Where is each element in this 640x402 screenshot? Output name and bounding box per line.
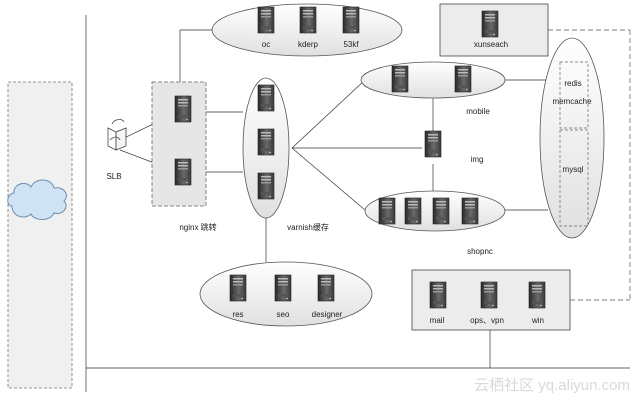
xunseach-group: xunseach (439, 3, 549, 57)
server-icon (257, 128, 275, 156)
cloud-icon (7, 179, 67, 220)
varnish-group: varnish缓存 (242, 77, 329, 232)
mysql-label: mysql (563, 165, 584, 174)
server-icon (461, 197, 479, 225)
server-icon (174, 158, 192, 186)
server-icon (378, 197, 396, 225)
designer-label: designer (312, 310, 343, 319)
internet-zone (7, 81, 73, 389)
connection-lines (85, 15, 630, 392)
slb-label: SLB (106, 172, 121, 181)
server-icon (257, 172, 275, 200)
office-services-group: mail ops、vpn win (411, 269, 571, 331)
bottom-services-group: res seo designer (199, 261, 373, 327)
mobile-group: mobile (360, 61, 506, 116)
img-node: img (424, 130, 484, 164)
mobile-ellipse (360, 61, 506, 99)
dashed-lines (548, 29, 631, 301)
mobile-label: mobile (466, 107, 490, 116)
shopnc-group: shopnc (364, 190, 506, 256)
server-icon (257, 6, 275, 34)
mysql-box (559, 129, 589, 227)
top-services-group: oc kderp 53kf (211, 3, 403, 57)
res-label: res (232, 310, 243, 319)
seo-label: seo (277, 310, 290, 319)
oc-label: oc (262, 40, 270, 49)
win-label: win (531, 316, 544, 325)
server-icon (481, 10, 499, 38)
server-icon (429, 281, 447, 309)
redis-label: redis (564, 79, 581, 88)
slb-node: SLB (106, 119, 127, 181)
server-icon (342, 6, 360, 34)
server-icon (528, 281, 546, 309)
53kf-label: 53kf (343, 40, 359, 49)
xunseach-label: xunseach (474, 40, 508, 49)
server-icon (174, 95, 192, 123)
memcache-label: memcache (552, 97, 592, 106)
nginx-group: nginx 跳转 (151, 81, 217, 232)
internet-box (7, 81, 73, 389)
server-icon (454, 65, 472, 93)
server-icon (317, 274, 335, 302)
server-icon (391, 65, 409, 93)
data-store-ellipse (539, 37, 605, 239)
cache-box (559, 61, 589, 129)
server-icon (480, 281, 498, 309)
img-label: img (471, 155, 484, 164)
server-icon (274, 274, 292, 302)
server-icon (299, 6, 317, 34)
opsvpn-label: ops、vpn (470, 316, 504, 325)
data-store-group: redis memcache mysql (539, 37, 605, 239)
server-icon (424, 130, 442, 158)
shopnc-label: shopnc (467, 247, 493, 256)
nginx-label: nginx 跳转 (179, 222, 216, 232)
server-icon (229, 274, 247, 302)
server-icon (404, 197, 422, 225)
watermark: 云栖社区 yq.aliyun.com (474, 377, 630, 394)
mail-label: mail (430, 316, 445, 325)
slb-icon (107, 119, 127, 151)
server-icon (432, 197, 450, 225)
kderp-label: kderp (298, 40, 319, 49)
server-icon (257, 84, 275, 112)
varnish-label: varnish缓存 (287, 222, 329, 232)
